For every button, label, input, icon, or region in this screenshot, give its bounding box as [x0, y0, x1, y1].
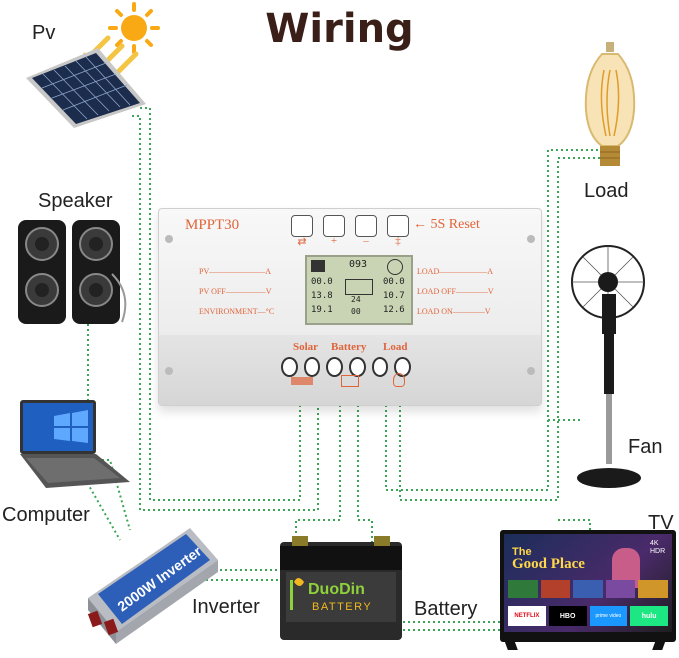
lcd-right-2: 10.7 [383, 291, 405, 301]
page-title: Wiring [265, 6, 414, 52]
battery-wire-2 [357, 360, 373, 545]
tv-show-title-top: The [512, 546, 532, 558]
plus-button-symbol: + [330, 235, 338, 247]
load-wire-4 [558, 519, 591, 530]
tv-label: TV [648, 512, 674, 534]
charge-controller: MPPT30 ⇄ + – ‡ ← 5S Reset PV———————A PV … [158, 208, 542, 406]
load-off-label: LOAD OFF————V [417, 287, 494, 296]
tv-tile [573, 580, 603, 598]
tv-app-netflix: NETFLIX [508, 606, 546, 626]
tv-tile [508, 580, 538, 598]
mode-button[interactable] [291, 215, 313, 237]
battery-wire-1 [295, 360, 341, 545]
mount-hole [527, 235, 535, 243]
plus-button[interactable] [323, 215, 345, 237]
speaker-label: Speaker [38, 190, 113, 212]
battery-sub: BATTERY [312, 601, 372, 613]
tv-row-tiles [508, 580, 668, 598]
lcd-mid-2: 00 [351, 307, 361, 316]
inverter-label: Inverter [192, 596, 260, 618]
fan-label: Fan [628, 436, 663, 458]
minus-button-symbol: – [363, 235, 369, 247]
tv-badge: 4K HDR [650, 540, 666, 555]
battery-terminal-icon [341, 375, 359, 387]
computer-label: Computer [2, 504, 90, 526]
controller-model: MPPT30 [185, 217, 240, 233]
lcd-battery-icon [345, 279, 373, 295]
computer-wire [79, 469, 121, 541]
battery-brand: DuoDin [308, 581, 365, 598]
speaker-icon [18, 220, 127, 324]
lcd-left-2: 13.8 [311, 291, 333, 301]
mount-hole [527, 367, 535, 375]
tv-show-title: Good Place [512, 556, 585, 572]
tv-app-hulu: hulu [630, 606, 668, 626]
lcd-left-3: 19.1 [311, 305, 333, 315]
minus-button[interactable] [355, 215, 377, 237]
terminal-screw[interactable] [281, 357, 298, 377]
pv-wire-2 [132, 115, 319, 511]
terminal-screw[interactable] [349, 357, 366, 377]
load-wire-1 [385, 149, 598, 491]
lcd-left-1: 00.0 [311, 277, 333, 287]
tv-tile [638, 580, 668, 598]
pv-off-label: PV OFF—————V [199, 287, 272, 296]
fan-icon [571, 245, 645, 488]
tv-app-prime: prime video [589, 606, 628, 626]
tv-screen: The Good Place 4K HDR NETFLIX HBO prime … [504, 534, 672, 632]
load-label: Load [584, 180, 629, 202]
lcd-display: 093 00.0 13.8 19.1 00.0 10.7 12.6 24 00 [305, 255, 413, 325]
tv-app-row: NETFLIX HBO prime video hulu [508, 606, 668, 626]
terminal-label-battery: Battery [331, 341, 367, 353]
tv-tile [540, 580, 571, 598]
battery-icon: DuoDin BATTERY [280, 536, 402, 640]
pv-label: Pv [32, 22, 56, 44]
lcd-right-1: 00.0 [383, 277, 405, 287]
tv-app-hbo: HBO [548, 606, 587, 626]
mount-hole [165, 367, 173, 375]
solar-terminal-icon [291, 377, 313, 385]
tv-icon: The Good Place 4K HDR NETFLIX HBO prime … [500, 530, 676, 642]
terminal-screw[interactable] [303, 357, 321, 377]
lcd-solar-icon [311, 260, 325, 272]
light-bulb-icon [584, 42, 636, 166]
laptop-icon [20, 400, 130, 488]
pv-wire-1 [140, 107, 301, 501]
load-button-symbol: ‡ [395, 235, 401, 247]
mount-hole [165, 235, 173, 243]
battery-label: Battery [414, 598, 478, 620]
lcd-right-3: 12.6 [383, 305, 405, 315]
terminal-screw[interactable] [326, 357, 344, 377]
terminal-label-load: Load [383, 341, 408, 353]
reset-hint: ← 5S Reset [413, 217, 480, 232]
load-on-label: LOAD ON————V [417, 307, 491, 316]
lcd-top-value: 093 [349, 259, 368, 270]
pv-current-label: PV———————A [199, 267, 272, 276]
sun-icon [108, 2, 160, 54]
lcd-mid-1: 24 [351, 295, 361, 304]
load-terminal-icon [393, 373, 405, 387]
inverter-icon: 2000W Inverter [87, 528, 218, 644]
terminal-block [281, 357, 412, 377]
terminal-screw[interactable] [371, 357, 389, 377]
terminal-label-solar: Solar [293, 341, 319, 353]
load-switch-button[interactable] [387, 215, 409, 237]
environment-label: ENVIRONMENT—°C [199, 307, 275, 316]
tv-tile [605, 580, 636, 598]
load-current-label: LOAD——————A [417, 267, 493, 276]
mode-button-symbol: ⇄ [297, 236, 307, 248]
solar-panel-icon [26, 48, 146, 128]
lcd-bulb-icon [387, 259, 403, 275]
